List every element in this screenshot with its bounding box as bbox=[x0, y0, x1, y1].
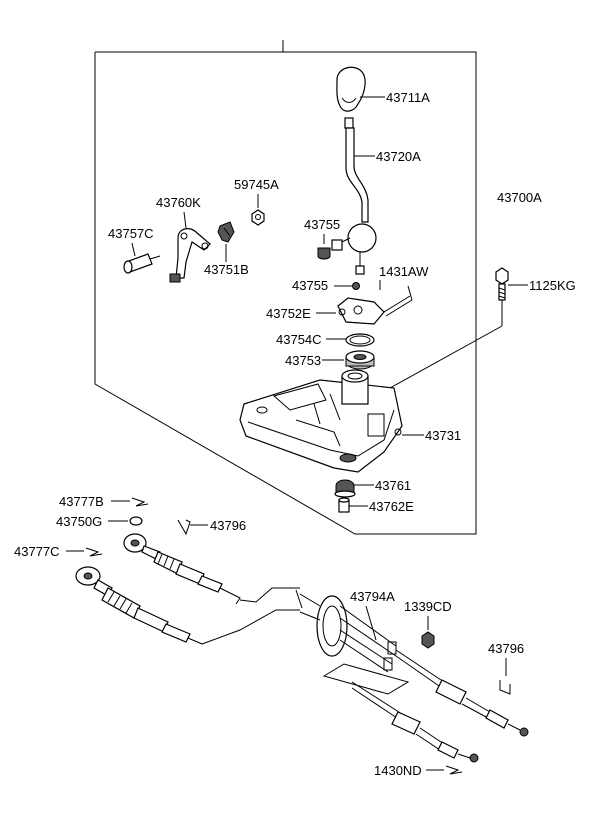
ring-43754C bbox=[345, 333, 375, 347]
clip-43751B bbox=[217, 221, 235, 243]
washer-43750G bbox=[129, 516, 143, 526]
shift-cable-upper bbox=[123, 533, 300, 605]
part-label-43751B: 43751B bbox=[204, 262, 249, 277]
clip-43796-upper bbox=[177, 519, 191, 536]
part-label-43760K: 43760K bbox=[156, 195, 201, 210]
lever-bracket-43760K bbox=[169, 228, 211, 283]
part-label-43755-upper: 43755 bbox=[304, 217, 340, 232]
part-label-43762E: 43762E bbox=[369, 499, 414, 514]
part-label-1339CD: 1339CD bbox=[404, 599, 452, 614]
part-label-43796-lower: 43796 bbox=[488, 641, 524, 656]
part-label-43752E: 43752E bbox=[266, 306, 311, 321]
part-label-43711A: 43711A bbox=[386, 90, 430, 105]
pin-43757C bbox=[123, 253, 161, 274]
part-label-1125KG: 1125KG bbox=[529, 278, 576, 293]
part-label-43731: 43731 bbox=[425, 428, 461, 443]
part-label-43755-lower: 43755 bbox=[292, 278, 328, 293]
pin-1431AW bbox=[383, 285, 413, 317]
assembly-frame bbox=[94, 40, 477, 535]
clip-43777C bbox=[85, 547, 103, 557]
part-label-43700A: 43700A bbox=[497, 190, 542, 205]
bushing-43761 bbox=[334, 479, 356, 498]
part-label-59745A: 59745A bbox=[234, 177, 279, 192]
part-label-1430ND: 1430ND bbox=[374, 763, 422, 778]
shift-housing-43731 bbox=[239, 369, 403, 473]
part-label-43754C: 43754C bbox=[276, 332, 322, 347]
part-label-43757C: 43757C bbox=[108, 226, 154, 241]
retainer-43752E bbox=[337, 297, 385, 325]
clip-1430ND bbox=[445, 765, 463, 775]
nut-59745A bbox=[251, 209, 265, 226]
part-label-43794A: 43794A bbox=[350, 589, 395, 604]
seat-43753 bbox=[345, 350, 375, 370]
cable-assembly-lower bbox=[322, 663, 479, 763]
clip-43796-lower bbox=[499, 680, 511, 695]
cable-grommet-43794A bbox=[295, 589, 397, 673]
part-label-1431AW: 1431AW bbox=[379, 264, 429, 279]
part-label-43777B: 43777B bbox=[59, 494, 104, 509]
part-label-43753: 43753 bbox=[285, 353, 321, 368]
cable-end-upper bbox=[395, 649, 529, 737]
part-label-43761: 43761 bbox=[375, 478, 411, 493]
bushing-43755-lower bbox=[352, 282, 360, 290]
part-label-43777C: 43777C bbox=[14, 544, 60, 559]
shift-cable-lower bbox=[75, 566, 300, 645]
part-label-43720A: 43720A bbox=[376, 149, 421, 164]
part-label-43750G: 43750G bbox=[56, 514, 102, 529]
shift-knob bbox=[336, 66, 366, 112]
clip-43777B bbox=[131, 497, 149, 507]
shift-lever-rod bbox=[331, 117, 377, 275]
bushing-43755-upper bbox=[317, 247, 331, 260]
nut-1339CD bbox=[421, 631, 435, 649]
part-label-43796-upper: 43796 bbox=[210, 518, 246, 533]
bolt-1125KG bbox=[495, 267, 509, 326]
collar-43762E bbox=[338, 497, 350, 513]
